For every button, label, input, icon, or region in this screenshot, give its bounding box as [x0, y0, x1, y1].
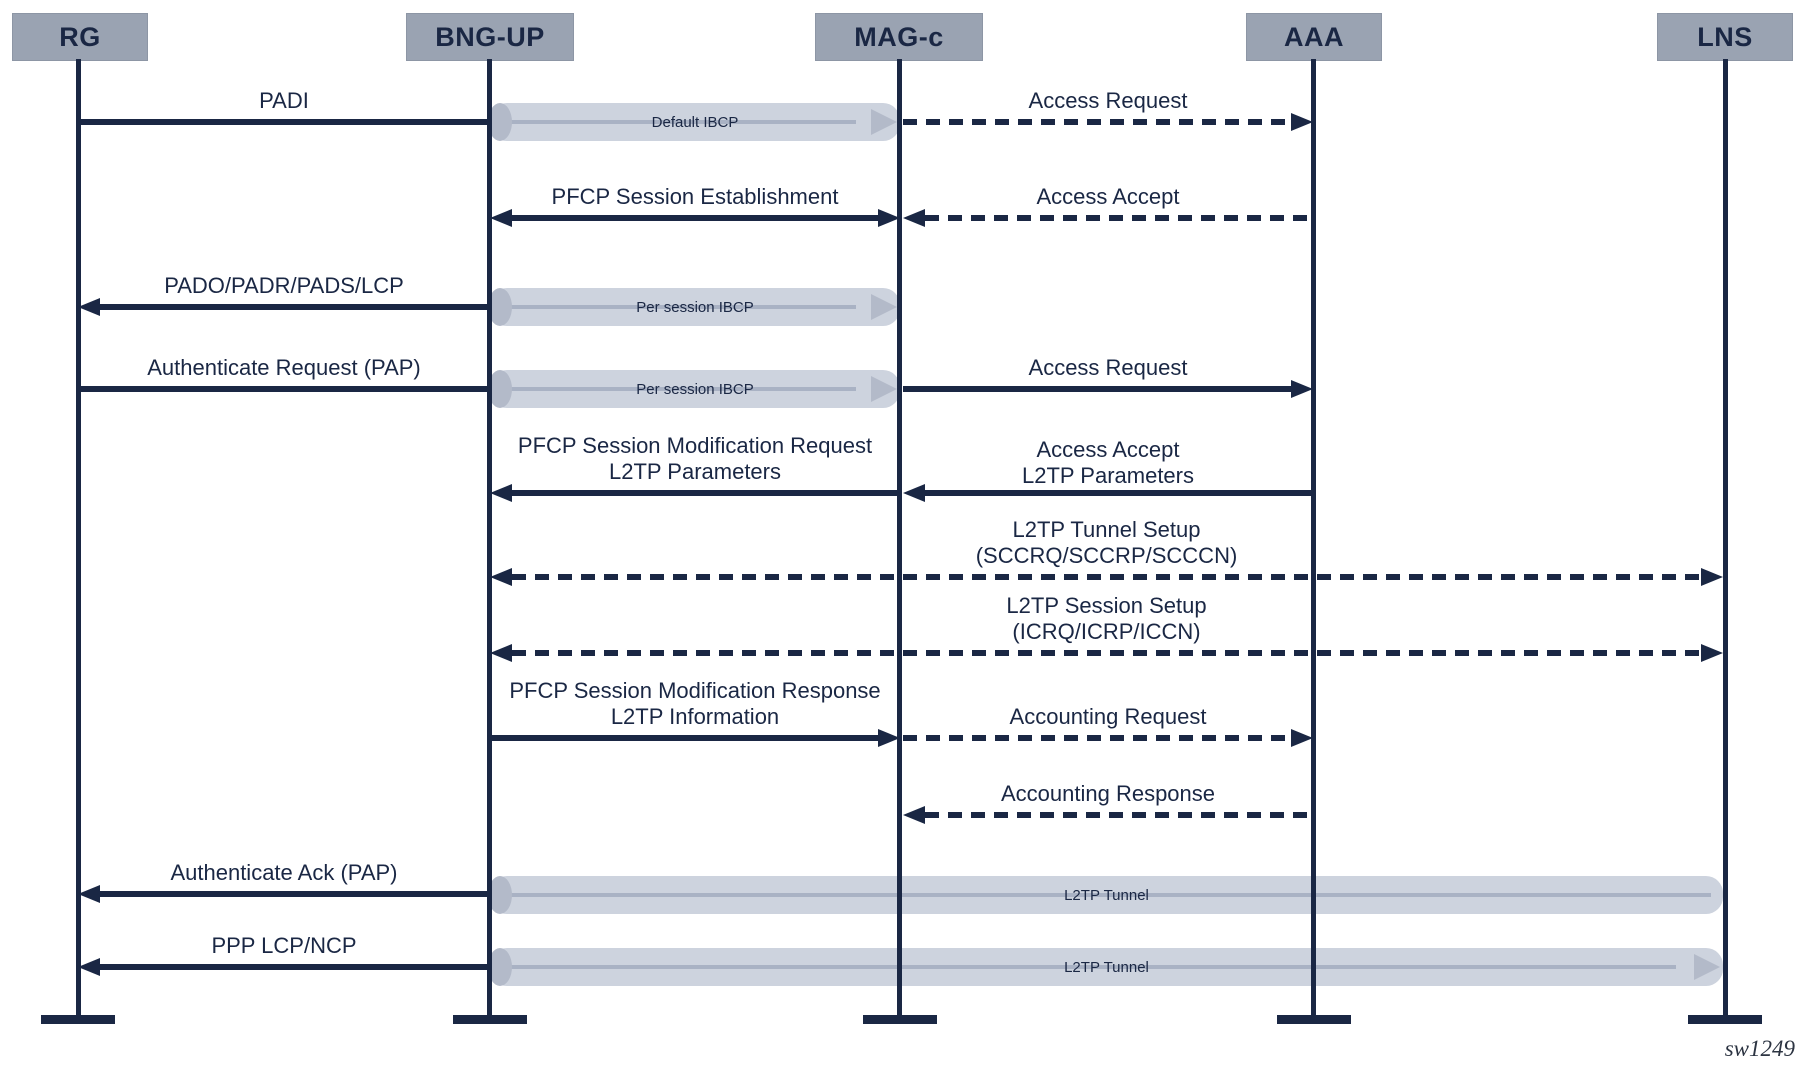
message-label-access-request-2: Access Request	[1028, 355, 1188, 380]
message-label-pfcp-mod-response: PFCP Session Modification Response	[509, 678, 881, 703]
message-label-access-accept-2b: L2TP Parameters	[1021, 463, 1194, 488]
message-label-access-request-1: Access Request	[1028, 88, 1188, 113]
tunnel-l2tp-1: L2TP Tunnel	[488, 876, 1723, 914]
message-label-l2tp-tunnel-setup: L2TP Tunnel Setup	[1012, 517, 1201, 542]
arrowhead-left-icon	[490, 484, 512, 502]
lifeline-foot-lns	[1688, 1015, 1762, 1024]
tunnel-per-session-ibcp-1: Per session IBCP	[488, 288, 900, 326]
message-label-accounting-request: Accounting Request	[1009, 704, 1207, 729]
arrowhead-right-icon	[878, 729, 900, 747]
message-label-accounting-response: Accounting Response	[1000, 781, 1216, 806]
actor-box-bng-up: BNG-UP	[406, 13, 574, 61]
message-line-pfcp-establishment	[508, 215, 882, 221]
message-line-access-accept-2	[921, 490, 1313, 496]
message-label-pado: PADO/PADR/PADS/LCP	[164, 273, 404, 298]
message-label-pfcp-mod-request: PFCP Session Modification Request	[517, 433, 873, 458]
message-line-accounting-request	[903, 735, 1291, 741]
tunnel-arrowhead-icon	[871, 109, 897, 135]
lifeline-mag-c	[897, 59, 902, 1019]
message-label-padi: PADI	[259, 88, 309, 113]
actor-box-mag-c: MAG-c	[815, 13, 983, 61]
lifeline-bng-up	[487, 59, 492, 1019]
message-label-auth-ack: Authenticate Ack (PAP)	[170, 860, 398, 885]
arrowhead-left-icon	[78, 885, 100, 903]
message-label-auth-request: Authenticate Request (PAP)	[147, 355, 421, 380]
actor-box-rg: RG	[12, 13, 148, 61]
arrowhead-right-icon	[1291, 729, 1313, 747]
message-line-access-accept-1	[925, 215, 1313, 221]
tunnel-arrowhead-icon	[871, 376, 897, 402]
arrowhead-right-icon	[878, 209, 900, 227]
arrowhead-right-icon	[1701, 644, 1723, 662]
tunnel-cap	[488, 948, 512, 986]
lifeline-aaa	[1311, 59, 1316, 1019]
tunnel-label: Per session IBCP	[636, 380, 754, 398]
tunnel-per-session-ibcp-2: Per session IBCP	[488, 370, 900, 408]
message-line-padi	[78, 119, 490, 125]
arrowhead-right-icon	[1291, 113, 1313, 131]
actor-box-lns: LNS	[1657, 13, 1793, 61]
tunnel-axis	[496, 305, 856, 309]
message-label-pfcp-establishment: PFCP Session Establishment	[551, 184, 839, 209]
arrowhead-left-icon	[490, 568, 512, 586]
tunnel-label: L2TP Tunnel	[1064, 886, 1149, 904]
tunnel-axis	[496, 965, 1676, 969]
message-line-l2tp-session-setup	[512, 650, 1701, 656]
tunnel-cap	[488, 288, 512, 326]
arrowhead-left-icon	[903, 209, 925, 227]
message-label-ppp-lcp-ncp: PPP LCP/NCP	[211, 933, 357, 958]
lifeline-rg	[76, 59, 81, 1019]
message-line-auth-request	[78, 386, 490, 392]
lifeline-foot-rg	[41, 1015, 115, 1024]
tunnel-arrowhead-icon	[1694, 954, 1720, 980]
message-line-access-request-2	[903, 386, 1293, 392]
tunnel-axis	[496, 120, 856, 124]
message-label-l2tp-tunnel-setup-2: (SCCRQ/SCCRP/SCCCN)	[975, 543, 1238, 568]
arrowhead-left-icon	[78, 298, 100, 316]
message-label-pfcp-mod-response-2: L2TP Information	[610, 704, 780, 729]
message-line-access-request-1	[903, 119, 1291, 125]
message-line-pado	[98, 304, 490, 310]
tunnel-label: Default IBCP	[651, 113, 739, 131]
message-label-l2tp-session-setup-2: (ICRQ/ICRP/ICCN)	[1012, 619, 1201, 644]
arrowhead-left-icon	[903, 806, 925, 824]
message-line-ppp-lcp-ncp	[98, 964, 490, 970]
tunnel-axis	[496, 893, 1711, 897]
lifeline-foot-bng-up	[453, 1015, 527, 1024]
message-label-pfcp-mod-request-2: L2TP Parameters	[608, 459, 781, 484]
tunnel-cap	[488, 103, 512, 141]
message-label-l2tp-session-setup: L2TP Session Setup	[1006, 593, 1207, 618]
tunnel-label: Per session IBCP	[636, 298, 754, 316]
lifeline-lns	[1723, 59, 1728, 1019]
tunnel-l2tp-2: L2TP Tunnel	[488, 948, 1723, 986]
message-line-accounting-response	[925, 812, 1313, 818]
message-line-auth-ack	[98, 891, 490, 897]
arrowhead-right-icon	[1291, 380, 1313, 398]
arrowhead-left-icon	[490, 209, 512, 227]
arrowhead-left-icon	[78, 958, 100, 976]
tunnel-cap	[488, 370, 512, 408]
tunnel-axis	[496, 387, 856, 391]
message-label-access-accept-1: Access Accept	[1036, 184, 1180, 209]
arrowhead-left-icon	[490, 644, 512, 662]
tunnel-label: L2TP Tunnel	[1064, 958, 1149, 976]
lifeline-foot-mag-c	[863, 1015, 937, 1024]
tunnel-default-ibcp: Default IBCP	[488, 103, 900, 141]
message-line-l2tp-tunnel-setup	[512, 574, 1701, 580]
arrowhead-right-icon	[1701, 568, 1723, 586]
message-line-pfcp-mod-request	[508, 490, 900, 496]
figure-id-watermark: sw1249	[1724, 1036, 1795, 1061]
actor-box-aaa: AAA	[1246, 13, 1382, 61]
arrowhead-left-icon	[903, 484, 925, 502]
message-label-access-accept-2: Access Accept	[1036, 437, 1180, 462]
lifeline-foot-aaa	[1277, 1015, 1351, 1024]
tunnel-arrowhead-icon	[871, 294, 897, 320]
tunnel-cap	[488, 876, 512, 914]
message-line-pfcp-mod-response	[490, 735, 880, 741]
